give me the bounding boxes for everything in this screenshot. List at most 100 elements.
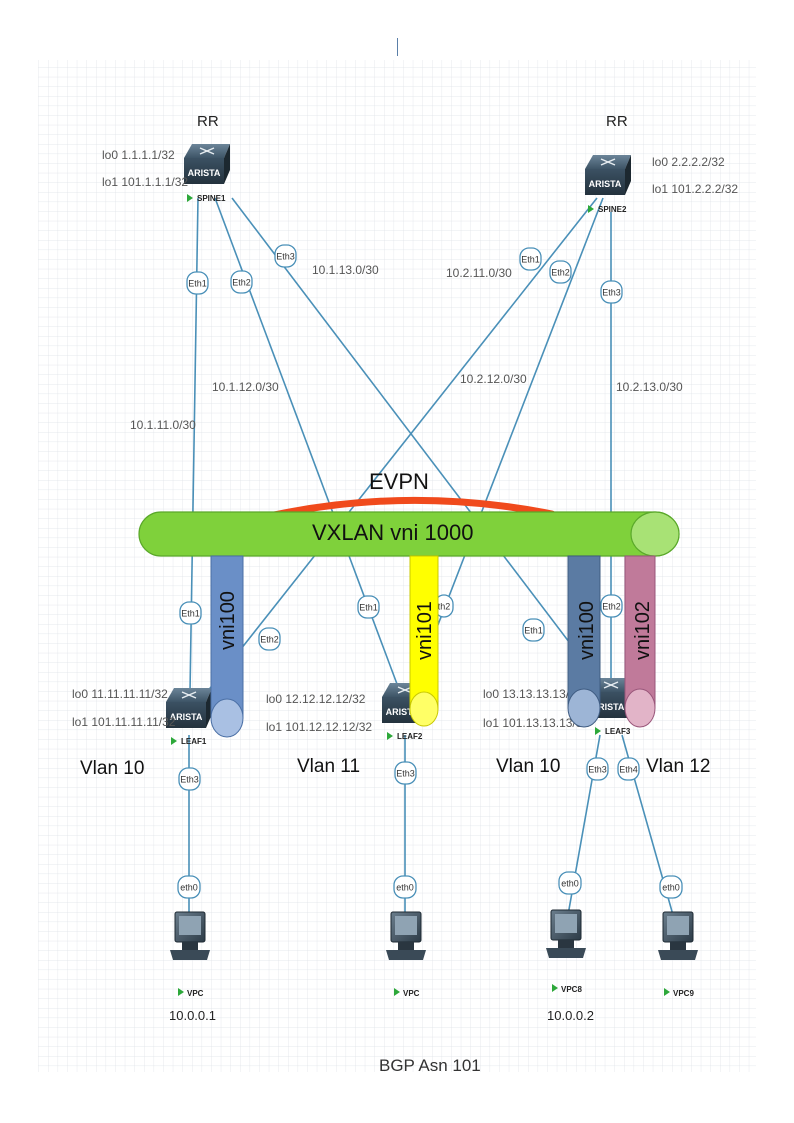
play-icon [552, 984, 558, 992]
vxlan-label: VXLAN vni 1000 [312, 520, 473, 545]
vni-tube-3 [567, 555, 601, 728]
rr-label: RR [606, 113, 628, 130]
subnet-label: 10.1.12.0/30 [212, 380, 279, 394]
svg-text:eth0: eth0 [561, 879, 579, 889]
svg-text:eth0: eth0 [180, 883, 198, 893]
play-icon [394, 988, 400, 996]
leaf2-lo1: lo1 101.12.12.12/32 [266, 720, 372, 734]
port-spine1-eth1: Eth1 [186, 271, 209, 295]
evpn-label: EVPN [369, 469, 429, 494]
vni-label: vni101 [414, 601, 436, 660]
subnet-label: 10.1.11.0/30 [130, 418, 196, 432]
port-leaf1-eth2: Eth2 [258, 627, 281, 651]
svg-text:LEAF2: LEAF2 [397, 732, 423, 741]
port-vpc1-eth0: eth0 [177, 875, 201, 899]
subnet-label: 10.2.11.0/30 [446, 266, 512, 280]
svg-text:Eth1: Eth1 [521, 255, 540, 265]
svg-text:Eth3: Eth3 [180, 775, 199, 785]
port-leaf3-eth3: Eth3 [586, 757, 609, 781]
svg-text:ARISTA: ARISTA [170, 712, 203, 722]
vpc-host-8: VPC8 [546, 909, 586, 994]
vlan-label: Vlan 10 [496, 756, 560, 777]
svg-text:SPINE2: SPINE2 [598, 205, 627, 214]
port-spine2-eth2: Eth2 [549, 260, 572, 284]
host-ip: 10.0.0.1 [169, 1008, 216, 1023]
vlan-label: Vlan 11 [297, 756, 360, 777]
subnet-label: 10.1.13.0/30 [312, 263, 379, 277]
leaf1-switch: ARISTA LEAF1 [166, 688, 212, 746]
port-spine1-eth2: Eth2 [230, 270, 253, 294]
subnet-label: 10.2.13.0/30 [616, 380, 683, 394]
port-leaf3-eth4: Eth4 [617, 757, 640, 781]
svg-text:SPINE1: SPINE1 [197, 194, 226, 203]
port-leaf1-eth1: Eth1 [179, 601, 202, 625]
svg-text:Eth4: Eth4 [619, 765, 638, 775]
port-spine2-eth1: Eth1 [519, 247, 542, 271]
spine2-switch: ARISTA SPINE2 [585, 155, 631, 214]
vlan-label: Vlan 10 [80, 758, 144, 779]
svg-text:Eth2: Eth2 [232, 278, 251, 288]
play-icon [588, 205, 594, 213]
play-icon [187, 194, 193, 202]
spine1-switch: ARISTA SPINE1 [184, 144, 230, 203]
svg-text:Eth3: Eth3 [602, 288, 621, 298]
spine2-lo0: lo0 2.2.2.2/32 [652, 155, 725, 169]
svg-text:Eth1: Eth1 [188, 279, 207, 289]
leaf2-lo0: lo0 12.12.12.12/32 [266, 692, 366, 706]
subnet-labels: 10.1.13.0/30 10.2.11.0/30 10.1.12.0/30 1… [130, 263, 683, 432]
svg-text:LEAF1: LEAF1 [181, 737, 207, 746]
port-labels: Eth1 Eth2 Eth3 Eth1 Eth2 Eth3 Eth1 Eth2 … [177, 244, 683, 899]
svg-text:Eth2: Eth2 [260, 635, 279, 645]
vpc-host-9: VPC9 [658, 911, 698, 998]
svg-text:Eth1: Eth1 [524, 626, 543, 636]
svg-text:Eth2: Eth2 [551, 268, 570, 278]
vlan-label: Vlan 12 [646, 756, 710, 777]
rr-labels: RR RR [197, 113, 628, 130]
leaf1-lo1: lo1 101.11.11.11/32 [72, 715, 176, 729]
vpc-host-1: VPC [170, 911, 210, 998]
vni-tube-2 [409, 555, 439, 727]
link-spine1-leaf3 [231, 197, 608, 693]
port-leaf2-eth1: Eth1 [357, 595, 380, 619]
vni-tube-1 [210, 555, 244, 738]
svg-text:eth0: eth0 [396, 883, 414, 893]
port-spine2-eth3: Eth3 [600, 280, 623, 304]
svg-text:Eth1: Eth1 [359, 603, 378, 613]
play-icon [178, 988, 184, 996]
svg-text:Eth3: Eth3 [276, 252, 295, 262]
port-leaf1-eth3: Eth3 [178, 767, 201, 791]
svg-text:VPC9: VPC9 [673, 989, 694, 998]
play-icon [664, 988, 670, 996]
spine2-lo1: lo1 101.2.2.2/32 [652, 182, 738, 196]
vni-label: vni100 [217, 591, 239, 650]
svg-text:eth0: eth0 [662, 883, 680, 893]
svg-text:ARISTA: ARISTA [386, 707, 419, 717]
vpc-host-2: VPC [386, 911, 426, 998]
port-vpc9-eth0: eth0 [659, 875, 683, 899]
subnet-label: 10.2.12.0/30 [460, 372, 527, 386]
svg-text:th2: th2 [438, 602, 451, 612]
svg-text:Eth3: Eth3 [396, 769, 415, 779]
port-spine1-eth3: Eth3 [274, 244, 297, 268]
svg-text:VPC: VPC [187, 989, 204, 998]
vni-label: vni102 [632, 601, 654, 660]
vni-label: vni100 [576, 601, 598, 660]
spine1-lo0: lo0 1.1.1.1/32 [102, 148, 175, 162]
link-spine2-leaf1 [206, 197, 598, 693]
svg-text:Eth1: Eth1 [181, 609, 200, 619]
svg-text:VPC: VPC [403, 989, 420, 998]
port-leaf3-eth1: Eth1 [522, 618, 545, 642]
rr-label: RR [197, 113, 219, 130]
svg-text:ARISTA: ARISTA [589, 179, 622, 189]
leaf3-lo1: lo1 101.13.13.13/32 [483, 716, 589, 730]
svg-text:ARISTA: ARISTA [188, 168, 221, 178]
svg-text:Eth2: Eth2 [602, 602, 621, 612]
svg-text:LEAF3: LEAF3 [605, 727, 631, 736]
svg-text:Eth3: Eth3 [588, 765, 607, 775]
vxlan-tube [138, 511, 680, 557]
port-leaf2-eth3: Eth3 [394, 761, 417, 785]
spine1-lo1: lo1 101.1.1.1/32 [102, 175, 188, 189]
port-vpc8-eth0: eth0 [558, 871, 582, 895]
host-ip: 10.0.0.2 [547, 1008, 594, 1023]
